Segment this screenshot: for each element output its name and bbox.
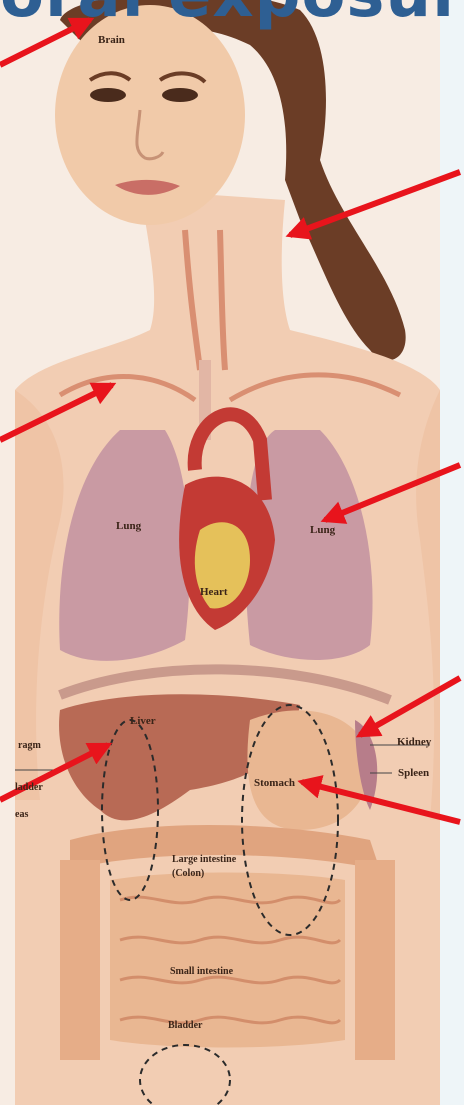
label-diaphragm-partial: ragm xyxy=(18,740,41,751)
label-liver: Liver xyxy=(130,715,156,727)
label-brain: Brain xyxy=(98,34,125,46)
label-small-intestine: Small intestine xyxy=(170,966,233,977)
label-large-intestine: Large intestine xyxy=(172,854,236,865)
label-colon: (Colon) xyxy=(172,868,204,879)
label-lung-right: Lung xyxy=(310,524,335,536)
label-stomach: Stomach xyxy=(254,777,295,789)
label-gallbladder-partial: ladder xyxy=(15,782,43,793)
label-kidney: Kidney xyxy=(397,736,431,748)
label-spleen: Spleen xyxy=(398,767,429,779)
label-heart: Heart xyxy=(200,586,227,598)
title-fragment: oral exposure xyxy=(0,0,464,32)
label-lung-left: Lung xyxy=(116,520,141,532)
label-pancreas-partial: eas xyxy=(15,809,28,820)
label-bladder: Bladder xyxy=(168,1020,202,1031)
